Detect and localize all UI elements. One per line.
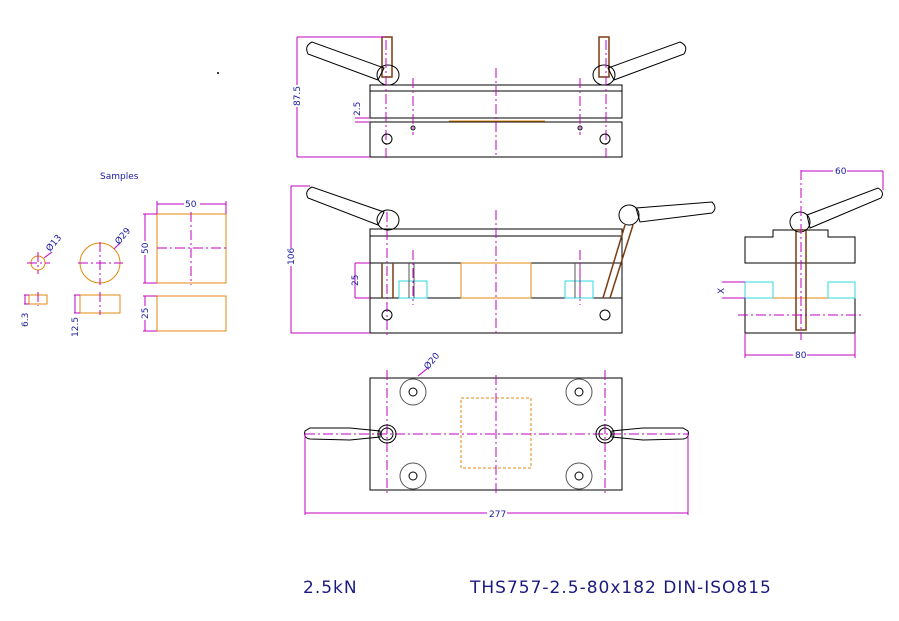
front-view: 87.5 2.5 (292, 36, 687, 160)
dim-front-height: 87.5 (293, 86, 303, 106)
section-view: 106 25 (286, 185, 716, 335)
model-designation: THS757-2.5-80x182 DIN-ISO815 (469, 578, 772, 598)
dim-front-gap: 2.5 (353, 102, 363, 116)
dim-x: X (717, 288, 727, 294)
plan-view: Ø20 277 (304, 350, 689, 520)
dim-section-gap: 25 (351, 275, 361, 286)
samples-group: Samples Ø13 Ø29 6.3 12.5 50 50 25 (21, 172, 228, 337)
dim-square-width: 50 (185, 200, 197, 210)
dim-h-small: 6.3 (21, 313, 31, 327)
dim-lever-length: 60 (835, 167, 847, 177)
dim-h-large: 12.5 (71, 317, 81, 337)
side-view: 60 80 X (717, 165, 884, 361)
load-rating: 2.5kN (303, 578, 358, 598)
section-sample (460, 262, 532, 299)
dim-section-height: 106 (287, 248, 297, 265)
dim-square-height: 50 (141, 242, 151, 254)
sample-square-side (156, 295, 227, 332)
dim-dia-small: Ø13 (44, 233, 64, 254)
dim-dia-large: Ø29 (113, 225, 134, 246)
dim-side-width: 80 (795, 351, 807, 361)
stray-point (217, 72, 219, 74)
samples-title: Samples (100, 172, 139, 182)
dim-hole-dia: Ø20 (422, 350, 443, 371)
dim-overall-length: 277 (489, 510, 506, 520)
dim-square-thick: 25 (141, 308, 151, 319)
